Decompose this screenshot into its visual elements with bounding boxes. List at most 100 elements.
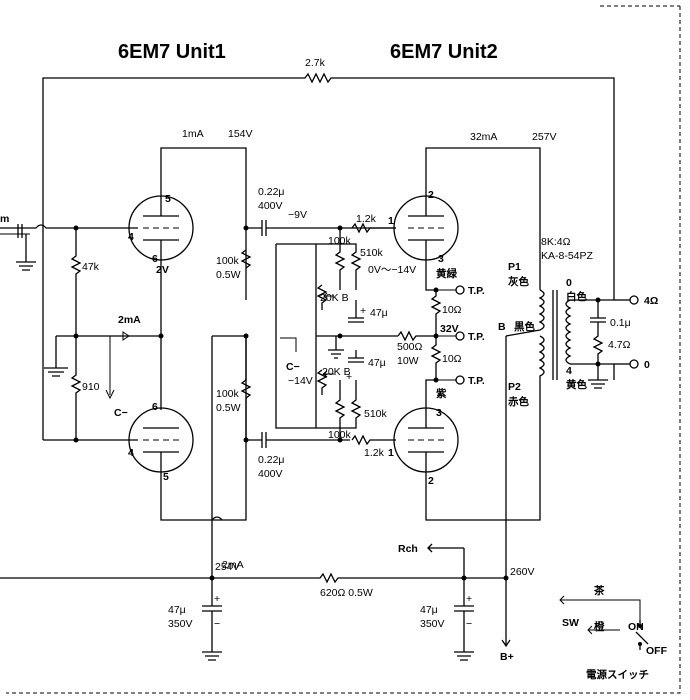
switch-sw: SW bbox=[562, 617, 579, 629]
unit2-pin2b: 2 bbox=[428, 475, 434, 487]
bias-neg-voltage: −14V bbox=[288, 375, 313, 387]
voltage-right: 260V bbox=[510, 566, 535, 578]
transformer-spec: 8K:4Ω bbox=[541, 236, 571, 248]
unit1-current-top: 1mA bbox=[182, 128, 204, 140]
unit2-pin3a: 3 bbox=[438, 253, 444, 265]
b-color: 黒色 bbox=[514, 320, 535, 333]
out-4: 4Ω bbox=[644, 295, 658, 307]
b-label: B bbox=[498, 321, 506, 333]
unit2-triode-bottom: 3 1 2 bbox=[388, 336, 507, 521]
zobel-res: 4.7Ω bbox=[608, 339, 631, 351]
wire-purple: 紫 bbox=[436, 387, 447, 400]
wire-yellow-green: 黄緑 bbox=[436, 267, 457, 280]
unit1-voltage-bottom: 254V bbox=[215, 561, 240, 573]
unit1-pin6b: 6 bbox=[152, 401, 158, 413]
unit1-pin5b: 5 bbox=[163, 471, 169, 483]
grid-stopper-top: 1.2k bbox=[356, 213, 377, 225]
coupling-cap-top: 0.22μ 400V −9V bbox=[243, 186, 396, 236]
input-label: m bbox=[0, 213, 9, 225]
grid-stopper-bottom: 1.2k bbox=[364, 447, 385, 459]
unit1-grid-resistor-label: 47k bbox=[82, 261, 100, 273]
p2-color: 赤色 bbox=[508, 395, 529, 408]
unit1-triode-top: 5 4 6 2V bbox=[128, 147, 247, 300]
p1-label: P1 bbox=[508, 261, 521, 273]
out-0: 0 bbox=[644, 359, 650, 371]
grid-leak-top: 100k bbox=[328, 235, 352, 247]
cap-right-value: 47μ bbox=[420, 604, 438, 616]
transformer-model: KA-8-54PZ bbox=[541, 250, 594, 262]
tp-2: T.P. bbox=[468, 331, 485, 343]
unit1-cathode-current: 2mA bbox=[118, 314, 141, 326]
coupling-cap-bottom-rating: 400V bbox=[258, 468, 283, 480]
res-top: 10Ω bbox=[442, 304, 462, 316]
coupling-cap-top-value: 0.22μ bbox=[258, 186, 285, 198]
feedback-resistor-label: 2.7k bbox=[305, 57, 326, 69]
cap47-top-sign: + bbox=[360, 305, 366, 317]
coupling-cap-bottom-value: 0.22μ bbox=[258, 454, 285, 466]
feedback-resistor: 2.7k bbox=[42, 57, 615, 440]
unit2-pin2a: 2 bbox=[428, 189, 434, 201]
unit1-voltage-top: 154V bbox=[228, 128, 253, 140]
unit2-triode-top: 2 1 3 bbox=[388, 147, 541, 291]
power-supply: 2mA 254V 620Ω 0.5W + − 47μ 350V Rch + − … bbox=[0, 516, 535, 663]
unit1-pin5a: 5 bbox=[165, 193, 171, 205]
unit1-plate-load-1-value: 100k bbox=[216, 255, 240, 267]
switch-orange: 橙 bbox=[594, 620, 605, 633]
unit2-cathode-network: T.P. T.P. T.P. 黄緑 紫 10Ω 32V 10Ω 500Ω 10W bbox=[397, 267, 485, 400]
input-section: m bbox=[0, 213, 138, 271]
zobel-cap: 0.1μ bbox=[610, 317, 631, 329]
unit1-cathode-resistor-label: 910 bbox=[82, 381, 100, 393]
cap-right-minus: − bbox=[466, 618, 472, 630]
unit1-plate-load-2-value: 100k bbox=[216, 388, 240, 400]
grid-leak-bottom: 100k bbox=[328, 429, 352, 441]
frame-border bbox=[6, 6, 681, 694]
coupling-cap-top-rating: 400V bbox=[258, 200, 283, 212]
unit1-triode-bottom: 6 4 5 bbox=[128, 336, 247, 521]
bias-range: 0V〜−14V bbox=[368, 264, 416, 276]
title-unit1: 6EM7 Unit1 bbox=[118, 41, 226, 63]
unit1-pin4b: 4 bbox=[128, 447, 134, 459]
res-bottom: 10Ω bbox=[442, 353, 462, 365]
unit1-grid-resistor: 47k bbox=[70, 228, 100, 339]
unit1-plate-load-1-rating: 0.5W bbox=[216, 269, 241, 281]
unit1-plate-load-2-rating: 0.5W bbox=[216, 402, 241, 414]
unit1-bias-voltage: 2V bbox=[156, 264, 169, 276]
p1-color: 灰色 bbox=[508, 275, 529, 288]
cap-right-rating: 350V bbox=[420, 618, 445, 630]
tp-1: T.P. bbox=[468, 285, 485, 297]
divider-top: 510k bbox=[360, 247, 384, 259]
bias-network: 1.2k 1.2k 100k 100k 510k 510k 0V〜−14V 20… bbox=[275, 213, 416, 459]
unit1-pin6a: 6 bbox=[152, 253, 158, 265]
tap0-color: 白色 bbox=[566, 290, 587, 303]
cap-left-rating: 350V bbox=[168, 618, 193, 630]
unit1-neg-supply: C− bbox=[114, 407, 128, 419]
output-transformer: 4Ω 0 8K:4Ω KA-8-54PZ P1 灰色 B 黒色 P2 赤色 0 … bbox=[498, 236, 658, 521]
cap-right-plus: + bbox=[466, 593, 472, 605]
rch-label: Rch bbox=[398, 543, 418, 555]
coupling-cap-bottom: 0.22μ 400V bbox=[243, 432, 350, 480]
bplus-label: B+ bbox=[500, 651, 514, 663]
cathode-res-value: 500Ω bbox=[397, 341, 423, 353]
cathode-voltage: 32V bbox=[440, 323, 459, 335]
cap-left-value: 47μ bbox=[168, 604, 186, 616]
switch-brown: 茶 bbox=[593, 584, 605, 597]
unit2-pin1b: 1 bbox=[388, 447, 394, 459]
power-switch: 茶 SW 橙 ON OFF 電源スイッチ bbox=[559, 584, 668, 681]
unit2-voltage: 257V bbox=[532, 131, 557, 143]
dropper-label: 620Ω 0.5W bbox=[320, 587, 373, 599]
unit1-current-bottom: 2mA bbox=[222, 559, 244, 571]
cap47-bottom: 47μ bbox=[368, 357, 386, 369]
cap47-bottom-sign: + bbox=[346, 371, 352, 383]
pot-bottom: 20K B bbox=[322, 366, 351, 378]
p2-label: P2 bbox=[508, 381, 521, 393]
unit2-pin3b: 3 bbox=[436, 407, 442, 419]
switch-caption: 電源スイッチ bbox=[586, 668, 649, 681]
unit2-pin1a: 1 bbox=[388, 215, 394, 227]
title-unit2: 6EM7 Unit2 bbox=[390, 41, 498, 63]
divider-bottom: 510k bbox=[364, 408, 388, 420]
coupling-grid-top-voltage: −9V bbox=[288, 209, 307, 221]
tp-3: T.P. bbox=[468, 375, 485, 387]
unit1-pin4a: 4 bbox=[128, 231, 134, 243]
